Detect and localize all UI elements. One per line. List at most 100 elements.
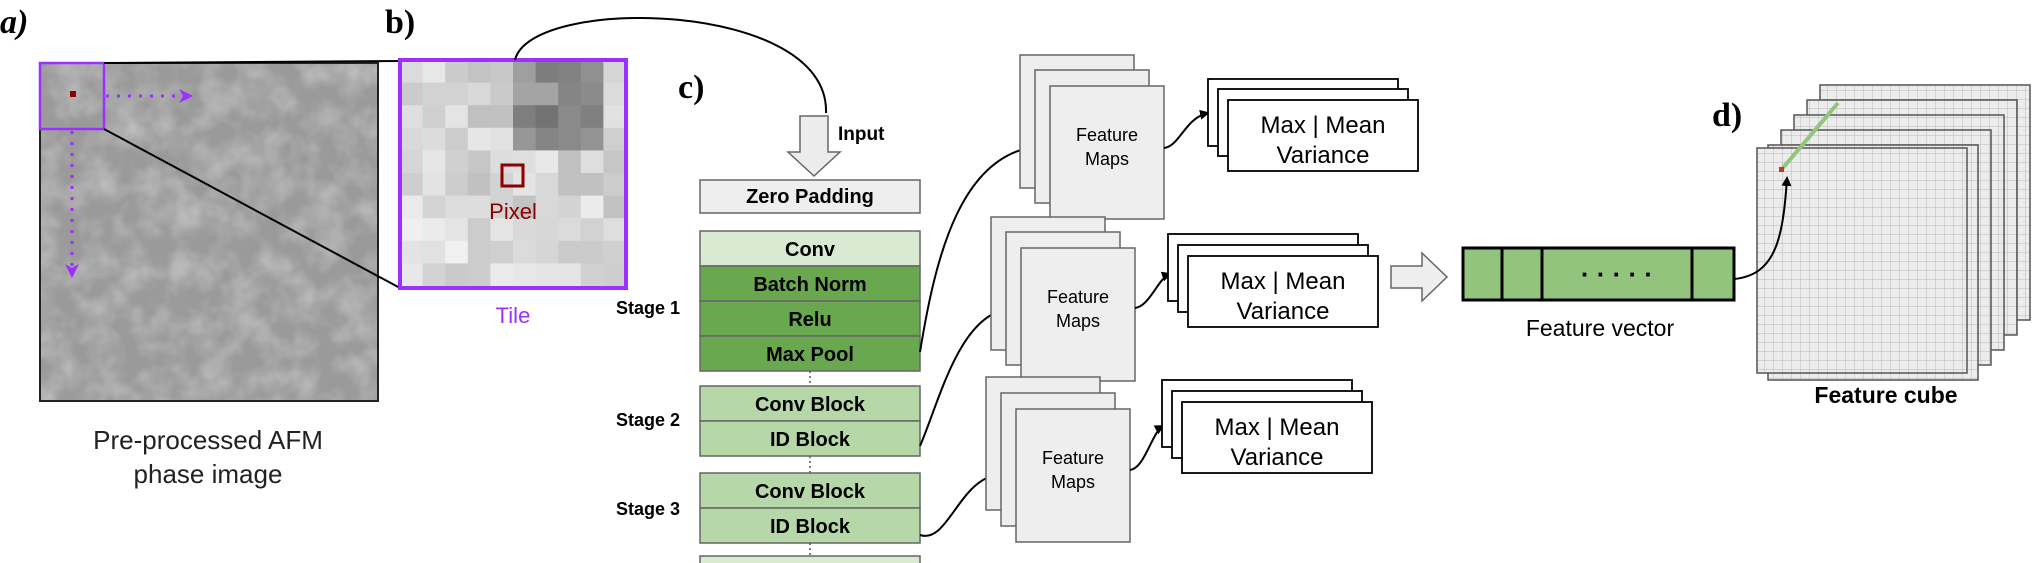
tile-pixel	[445, 240, 469, 264]
tile-pixel	[445, 60, 469, 84]
tile-pixel	[400, 240, 424, 264]
tile-pixel	[422, 263, 446, 287]
tile-pixel	[558, 218, 582, 242]
stage2-conv-block-label: Conv Block	[755, 394, 866, 416]
conv-layer	[699, 230, 921, 267]
tile-pixel	[422, 240, 446, 264]
panel-d: d) Feature cube	[1712, 84, 2031, 408]
feature-maps-box-1	[1049, 85, 1165, 220]
stats-line2-3: Variance	[1231, 444, 1324, 471]
tile-pixel	[445, 150, 469, 174]
tile-pixel	[558, 240, 582, 264]
tile-pixel	[445, 195, 469, 219]
stats-line1-3: Max | Mean	[1215, 414, 1340, 441]
tile-pixel	[490, 60, 514, 84]
tile-pixel	[535, 173, 559, 197]
tile-pixel	[422, 82, 446, 106]
tile-pixel	[400, 218, 424, 242]
tile-pixel	[467, 240, 491, 264]
tile-pixel	[467, 195, 491, 219]
feature-maps-label-2b: Maps	[1056, 311, 1100, 331]
tile-pixel	[445, 82, 469, 106]
tile-pixel	[513, 173, 537, 197]
stats-group-1: Max | Mean Variance	[1207, 78, 1419, 172]
zero-padding-layer	[699, 179, 921, 214]
stage3-id-block	[699, 507, 921, 544]
tile-pixel	[535, 105, 559, 129]
tile-pixel	[422, 195, 446, 219]
tile-pixel	[580, 263, 604, 287]
tile-pixel	[558, 105, 582, 129]
feature-vector: · · · · ·	[1461, 246, 1736, 302]
feature-cube-front-layer	[1756, 147, 1968, 374]
stats-to-vector-arrow	[1390, 251, 1449, 303]
stats-box-1	[1227, 99, 1419, 172]
tile-pixel	[513, 218, 537, 242]
tile-pixel	[535, 60, 559, 84]
tile-pixel	[513, 240, 537, 264]
tile-pixel	[580, 127, 604, 151]
tile-pixel	[603, 82, 627, 106]
tile-pixel	[422, 60, 446, 84]
panel-c-label: c)	[678, 69, 704, 106]
tile-pixel	[400, 173, 424, 197]
stage3-id-block-label: ID Block	[770, 516, 851, 538]
tile-pixel	[535, 218, 559, 242]
panel-a-label: a)	[0, 4, 28, 41]
zoom-line-top	[103, 60, 401, 64]
tile-pixel	[490, 127, 514, 151]
tile-pixel	[558, 82, 582, 106]
feature-maps-box-3	[1015, 408, 1131, 543]
tile-pixel	[490, 105, 514, 129]
tile-pixel	[603, 127, 627, 151]
tile-pixel	[445, 127, 469, 151]
feature-cube	[1756, 84, 2031, 381]
feature-maps-to-stats-arrow-3	[1129, 425, 1165, 471]
tile-pixel-grid	[400, 60, 627, 287]
panel-b-label: b)	[385, 4, 415, 41]
tile-border	[398, 58, 628, 290]
tile-pixel	[400, 82, 424, 106]
panel-a: a) Pre-processed AFM phase image	[0, 4, 401, 489]
batch-norm-layer	[699, 265, 921, 302]
tile-pixel	[422, 173, 446, 197]
tile-pixel	[603, 150, 627, 174]
feature-vector-dots: · · · · ·	[1581, 259, 1653, 289]
feature-maps-group-3: Feature Maps	[985, 376, 1131, 543]
tile-pixel	[580, 60, 604, 84]
tile-pixel	[603, 105, 627, 129]
stage2-id-block-label: ID Block	[770, 429, 851, 451]
tile-pixel	[467, 105, 491, 129]
stage2-label: Stage 2	[616, 410, 680, 430]
tile-pixel	[580, 82, 604, 106]
input-arrow	[786, 115, 842, 178]
tile-pixel	[467, 173, 491, 197]
conv-layer-label: Conv	[785, 239, 836, 261]
tile-pixel	[422, 127, 446, 151]
tile-pixel	[490, 150, 514, 174]
feature-maps-label-1a: Feature	[1076, 125, 1138, 145]
stage3-conv-block	[699, 472, 921, 509]
tile-pixel	[513, 150, 537, 174]
tile-pixel	[535, 240, 559, 264]
feature-vector-label: Feature vector	[1526, 315, 1675, 341]
tile-pixel	[400, 195, 424, 219]
tile-to-input-curve	[514, 16, 828, 114]
tile-pixel	[535, 82, 559, 106]
panel-b: b) Pixel Tile	[385, 4, 828, 328]
input-label: Input	[838, 124, 885, 145]
max-pool-layer-label: Max Pool	[766, 344, 854, 366]
stats-group-2: Max | Mean Variance	[1167, 233, 1379, 328]
tile-pixel	[513, 127, 537, 151]
tile-pixel	[490, 263, 514, 287]
stage2-id-block	[699, 420, 921, 457]
tile-label: Tile	[496, 303, 531, 328]
tile-pixel	[467, 263, 491, 287]
tile-pixel	[445, 263, 469, 287]
tile-pixel	[535, 150, 559, 174]
tile-pixel	[400, 150, 424, 174]
tile-pixel	[513, 195, 537, 219]
zero-padding-label: Zero Padding	[746, 186, 874, 208]
feature-maps-label-1b: Maps	[1085, 149, 1129, 169]
